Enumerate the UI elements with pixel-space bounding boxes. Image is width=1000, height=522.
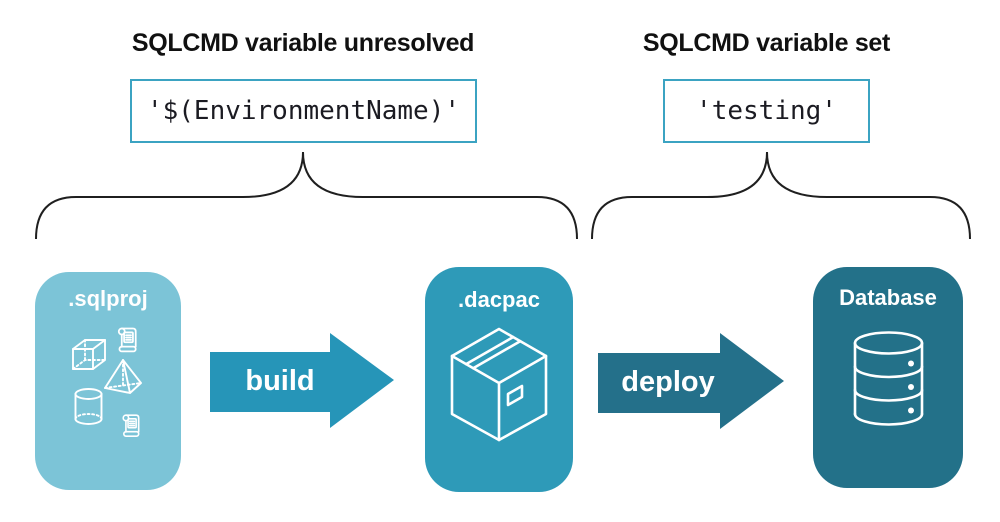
set-variable-code-box: 'testing': [663, 79, 870, 143]
left-brace-icon: [35, 151, 578, 240]
left-annotation-title: SQLCMD variable unresolved: [131, 29, 475, 57]
deploy-arrow-label: deploy: [621, 365, 715, 398]
node-dacpac-label: .dacpac: [458, 287, 540, 312]
right-brace-icon: [591, 151, 971, 240]
right-annotation-title: SQLCMD variable set: [642, 29, 891, 57]
node-sqlproj-label: .sqlproj: [68, 286, 148, 311]
script-scroll-icon: [122, 414, 140, 437]
package-box-icon: [450, 327, 548, 442]
script-scroll-icon: [117, 327, 137, 353]
node-database: Database: [813, 267, 963, 488]
cylinder-icon: [74, 388, 103, 425]
pyramid-icon: [104, 359, 142, 394]
node-database-label: Database: [839, 285, 937, 310]
node-dacpac: .dacpac: [425, 267, 573, 492]
sql-objects-icon: [72, 327, 142, 437]
unresolved-variable-code-box: '$(EnvironmentName)': [130, 79, 477, 143]
database-cylinder-icon: [853, 331, 924, 426]
node-sqlproj: .sqlproj: [35, 272, 181, 490]
set-variable-code-text: 'testing': [696, 96, 837, 126]
cube-icon: [72, 339, 106, 370]
unresolved-variable-code-text: '$(EnvironmentName)': [146, 96, 461, 126]
build-arrow-label: build: [245, 364, 315, 397]
